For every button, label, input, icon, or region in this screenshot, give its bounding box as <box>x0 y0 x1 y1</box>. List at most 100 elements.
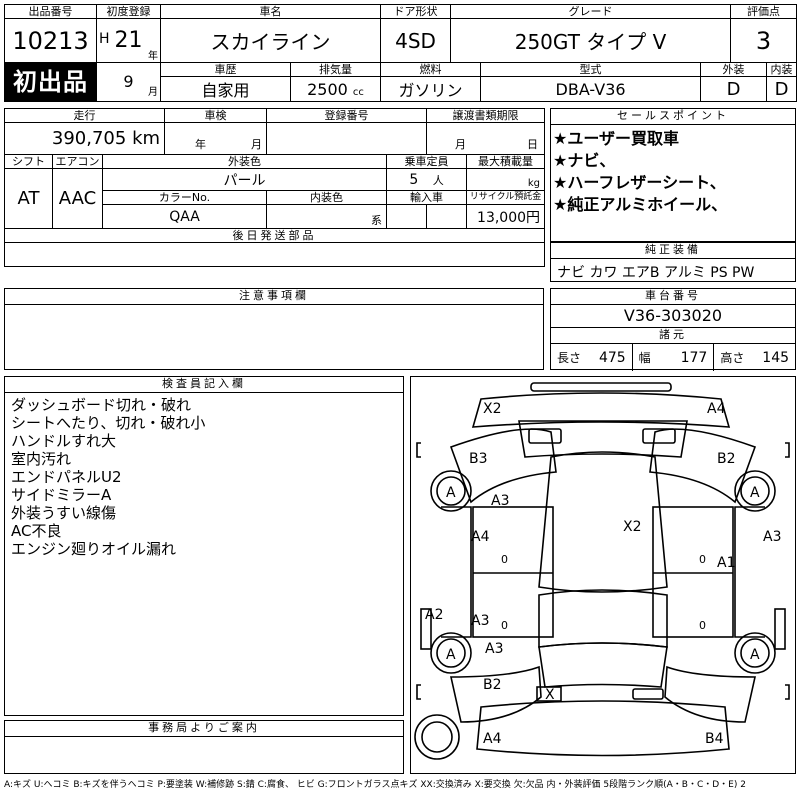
notes-label: 注意事項欄 <box>5 289 543 305</box>
ac: AAC <box>52 168 103 229</box>
model: DBA-V36 <box>480 76 702 102</box>
car-name-label: 車名 <box>159 4 382 19</box>
capacity-unit: 人 <box>432 173 444 187</box>
mark-door-zero-l2: 0 <box>501 619 508 632</box>
mark-left-door-rear: A3 <box>471 613 489 629</box>
int-label: 内装 <box>766 62 798 77</box>
reg-year: 21 <box>114 28 143 53</box>
spec-height: 高さ 145 <box>714 344 795 371</box>
transfer-day-unit: 日 <box>527 138 539 151</box>
month-unit: 月 <box>148 87 158 98</box>
score: 3 <box>730 18 798 63</box>
mark-right-door-front: A1 <box>717 555 735 571</box>
shift-label: シフト <box>4 154 53 169</box>
int-grade: D <box>766 76 798 102</box>
mark-front-right: A4 <box>707 401 726 417</box>
spec-label: 諸元 <box>551 328 795 344</box>
sales-point: ★ユーザー買取車 <box>553 129 680 148</box>
reg-no <box>266 122 428 155</box>
inspector-line: AC不良 <box>11 522 62 540</box>
import-a <box>386 204 428 229</box>
inspection-month-unit: 月 <box>251 138 263 151</box>
mark-door-zero-r2: 0 <box>699 619 706 632</box>
equipment-items: ナビ カワ エアB アルミ PS PW <box>557 265 755 281</box>
mark-door-zero-r1: 0 <box>699 553 706 566</box>
mark-right-fender-top: B2 <box>717 451 736 467</box>
mark-rear-left: A4 <box>483 731 502 747</box>
mark-front-left: X2 <box>483 401 502 417</box>
vehicle-info-table: 走行 車検 登録番号 譲渡書類期限 390,705 km 年 月 月 日 シフト… <box>3 108 546 267</box>
mark-left-wheel-front: A <box>446 485 456 501</box>
displacement-value: 2500 <box>307 79 348 99</box>
int-color: 系 <box>266 204 388 229</box>
later-parts <box>3 242 546 267</box>
mark-left-side: A2 <box>425 607 443 623</box>
mark-door-zero-l1: 0 <box>501 553 508 566</box>
history-label: 車歴 <box>160 62 291 77</box>
width-value: 177 <box>680 349 708 366</box>
capacity-value: 5 <box>409 171 419 188</box>
mark-hood: X2 <box>623 519 642 535</box>
history: 自家用 <box>160 76 291 102</box>
ext-grade: D <box>700 76 768 102</box>
transfer-month-unit: 月 <box>455 138 467 151</box>
first-reg-month: 9 月 <box>96 62 161 102</box>
inspector-line: サイドミラーA <box>11 486 112 504</box>
max-load: kg <box>466 168 546 191</box>
inspector-line: 室内汚れ <box>11 450 72 468</box>
grade-label: グレード <box>450 4 732 19</box>
mark-right-side: A3 <box>763 529 781 545</box>
inspection-date: 年 月 <box>164 122 268 155</box>
capacity-label: 乗車定員 <box>386 154 468 169</box>
sales-points: ★ユーザー買取車 ★ナビ、 ★ハーフレザーシート、 ★純正アルミホイール、 <box>551 125 795 219</box>
reg-no-label: 登録番号 <box>266 108 428 123</box>
inspector-line: ハンドルすれ大 <box>11 432 117 450</box>
chassis-label: 車台番号 <box>551 289 795 305</box>
sales-point: ★ナビ、 <box>553 151 616 170</box>
first-reg-year: H 21 年 <box>96 18 161 63</box>
first-listing-badge: 初出品 <box>4 62 97 102</box>
door-type: 4SD <box>380 18 452 63</box>
capacity: 5 人 <box>386 168 468 191</box>
shift: AT <box>4 168 53 229</box>
equipment-box: 純正装備 ナビ カワ エアB アルミ PS PW <box>550 242 796 282</box>
length-label: 長さ <box>557 351 582 365</box>
car-diagram: X2 A4 B3 B2 A A A3 X2 A4 A1 A3 A2 A3 A3 … <box>414 382 790 760</box>
mark-right-wheel-rear: A <box>750 647 760 663</box>
chassis-box: 車台番号 V36-303020 諸元 長さ 475 幅 177 高さ 145 <box>550 288 796 371</box>
color-no-label: カラーNo. <box>101 190 268 205</box>
mileage: 390,705 km <box>3 122 166 155</box>
mark-left-hood-side: A3 <box>491 493 509 509</box>
int-color-label: 内装色 <box>266 190 388 205</box>
equipment-label: 純正装備 <box>551 243 795 259</box>
max-load-unit: kg <box>527 178 541 189</box>
inspector-line: ダッシュボード切れ・破れ <box>11 396 192 414</box>
int-color-unit: 系 <box>371 214 383 227</box>
inspection-year-unit: 年 <box>195 138 207 151</box>
inspector-lines: ダッシュボード切れ・破れ シートへたり、切れ・破れ小 ハンドルすれ大 室内汚れ … <box>5 393 403 561</box>
inspector-line: エンジン廻りオイル漏れ <box>11 540 177 558</box>
inspector-line: 外装うすい線傷 <box>11 504 117 522</box>
mark-left-rear-fender: B2 <box>483 677 502 693</box>
chassis-number: V36-303020 <box>551 305 795 328</box>
fuel: ガソリン <box>380 76 482 102</box>
later-parts-label: 後日発送部品 <box>3 228 546 243</box>
height-label: 高さ <box>720 351 745 365</box>
notes-box: 注意事項欄 <box>4 288 544 370</box>
model-label: 型式 <box>480 62 702 77</box>
sales-point: ★純正アルミホイール、 <box>553 195 728 214</box>
displacement-label: 排気量 <box>289 62 382 77</box>
mileage-label: 走行 <box>3 108 166 123</box>
recycle: 13,000円 <box>466 204 546 229</box>
transfer-date: 月 日 <box>426 122 546 155</box>
ext-color: パール <box>101 168 388 191</box>
length-value: 475 <box>598 349 626 366</box>
max-load-label: 最大積載量 <box>466 154 546 169</box>
lot-number: 10213 <box>4 18 97 63</box>
inspector-line: エンドパネルU2 <box>11 468 122 486</box>
displacement: 2500 cc <box>289 76 382 102</box>
mark-rear-right: B4 <box>705 731 724 747</box>
door-label: ドア形状 <box>380 4 452 19</box>
office-label: 事務局よりご案内 <box>5 721 403 737</box>
import-b <box>426 204 468 229</box>
